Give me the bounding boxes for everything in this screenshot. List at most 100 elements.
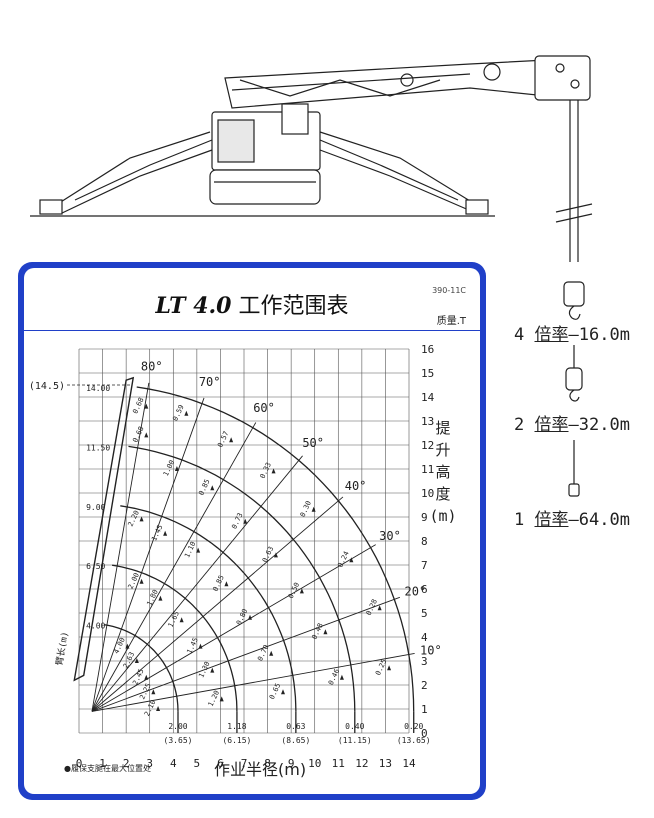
boom-angle-label: 20°: [405, 585, 427, 599]
capacity-marker: [311, 506, 316, 512]
capacity-label: 2.20: [127, 509, 141, 528]
capacity-marker: [248, 614, 252, 620]
x-tick-label: 14: [402, 757, 416, 770]
reeving-parts: 4: [514, 325, 525, 345]
boom-angle-ray: [91, 544, 376, 712]
boom-length-label: 14.00: [86, 384, 110, 393]
boom-angle-label: 30°: [379, 529, 401, 543]
capacity-marker: [163, 530, 168, 536]
boom-angle-ray: [91, 382, 150, 712]
capacity-marker: [184, 410, 189, 416]
reeving-word: 倍率: [534, 415, 569, 435]
x-tick-label: 3: [146, 757, 153, 770]
y-tick-label: 14: [421, 391, 435, 404]
boom-angle-ray: [91, 422, 257, 712]
boom-tip-arc: [111, 564, 238, 712]
boom-angle-ray: [91, 496, 344, 712]
x-tick-label: 0: [76, 757, 83, 770]
capacity-marker: [271, 468, 276, 474]
boom-angle-ray: [91, 596, 401, 712]
x-tick-label: 13: [379, 757, 392, 770]
y-axis-title-char: 升: [435, 441, 450, 459]
unit-label: 质量.T: [436, 316, 466, 327]
capacity-marker: [273, 552, 278, 558]
y-tick-label: 2: [421, 679, 428, 692]
x-tick-label: 12: [355, 757, 368, 770]
y-tick-label: 9: [421, 511, 428, 524]
y-tick-label: 11: [421, 463, 434, 476]
y-axis-title-char: (m): [429, 507, 456, 525]
title-divider: [24, 330, 480, 331]
boom-angle-ray: [91, 397, 205, 712]
bottom-capacity-label: 0.20: [404, 722, 423, 731]
x-tick-label: 8: [264, 757, 271, 770]
reeving-length: 64.0m: [578, 510, 630, 530]
capacity-label: 1.10: [183, 540, 197, 559]
reeving-1-part: 1 倍率—64.0m: [514, 510, 630, 530]
x-tick-label: 11: [332, 757, 345, 770]
boom-length-label: 4.00: [86, 622, 105, 631]
bottom-capacity-label: 0.40: [345, 722, 364, 731]
capacity-marker: [144, 403, 149, 409]
capacity-marker: [139, 516, 144, 522]
y-tick-label: 4: [421, 631, 428, 644]
x-tick-label: 4: [170, 757, 177, 770]
boom-tip-arc: [136, 386, 415, 712]
capacity-marker: [179, 617, 184, 623]
y-tick-label: 12: [421, 439, 434, 452]
capacity-marker: [339, 674, 344, 680]
chart-title-text: 工作范围表: [238, 294, 349, 319]
capacity-label: 1.45: [185, 636, 199, 655]
capacity-marker: [156, 706, 161, 711]
extra-height-label: (14.5): [29, 381, 65, 392]
boom-angle-label: 80°: [141, 359, 163, 373]
boom-angle-label: 40°: [345, 479, 367, 493]
capacity-label: 4.00: [112, 636, 126, 655]
capacity-marker: [299, 588, 304, 594]
reeving-length: 16.0m: [578, 325, 630, 345]
bottom-radius-label: (11.15): [338, 736, 372, 745]
x-tick-label: 2: [123, 757, 130, 770]
capacity-label: 0.85: [211, 574, 225, 593]
bottom-radius-label: (13.65): [397, 736, 431, 745]
x-axis-title: 作业半径(m): [214, 760, 307, 779]
spider-crane-illustration: [30, 55, 593, 262]
chart-title: LT 4.0 工作范围表: [24, 288, 480, 320]
capacity-marker: [323, 629, 328, 635]
bottom-radius-label: (6.15): [222, 736, 251, 745]
capacity-marker: [269, 650, 274, 656]
y-tick-label: 13: [421, 415, 434, 428]
boom-tip-arc: [103, 624, 179, 712]
y-axis-title-char: 高: [435, 463, 450, 481]
y-axis-title-char: 度: [435, 485, 450, 503]
y-tick-label: 3: [421, 655, 428, 668]
boom-angle-ray: [91, 653, 415, 712]
capacity-marker: [158, 595, 163, 601]
capacity-marker: [281, 689, 285, 695]
capacity-marker: [134, 658, 139, 663]
capacity-marker: [125, 643, 130, 649]
boom-angle-label: 50°: [302, 436, 324, 450]
boom-length-label: 6.50: [86, 562, 105, 571]
reeving-length: 32.0m: [578, 415, 630, 435]
capacity-marker: [144, 674, 149, 680]
x-tick-label: 9: [288, 757, 295, 770]
capacity-marker: [243, 518, 248, 524]
boom-angle-label: 60°: [253, 401, 275, 415]
reeving-4-parts: 4 倍率—16.0m: [514, 325, 630, 345]
y-tick-label: 1: [421, 703, 428, 716]
boom-length-label: 11.50: [86, 443, 110, 452]
boom-angle-label: 10°: [420, 644, 442, 658]
capacity-label: 1.45: [150, 524, 164, 543]
capacity-label: 0.46: [327, 668, 341, 687]
y-tick-label: 0: [421, 727, 428, 740]
bottom-radius-label: (3.65): [164, 736, 193, 745]
boom-angle-ray: [91, 455, 303, 712]
boom-length-axis-label: 臂长(m): [53, 631, 71, 667]
boom-angle-label: 70°: [199, 375, 221, 389]
y-tick-label: 10: [421, 487, 434, 500]
y-tick-label: 15: [421, 367, 434, 380]
capacity-label: 0.73: [230, 512, 244, 531]
boom-outline: [73, 376, 135, 682]
